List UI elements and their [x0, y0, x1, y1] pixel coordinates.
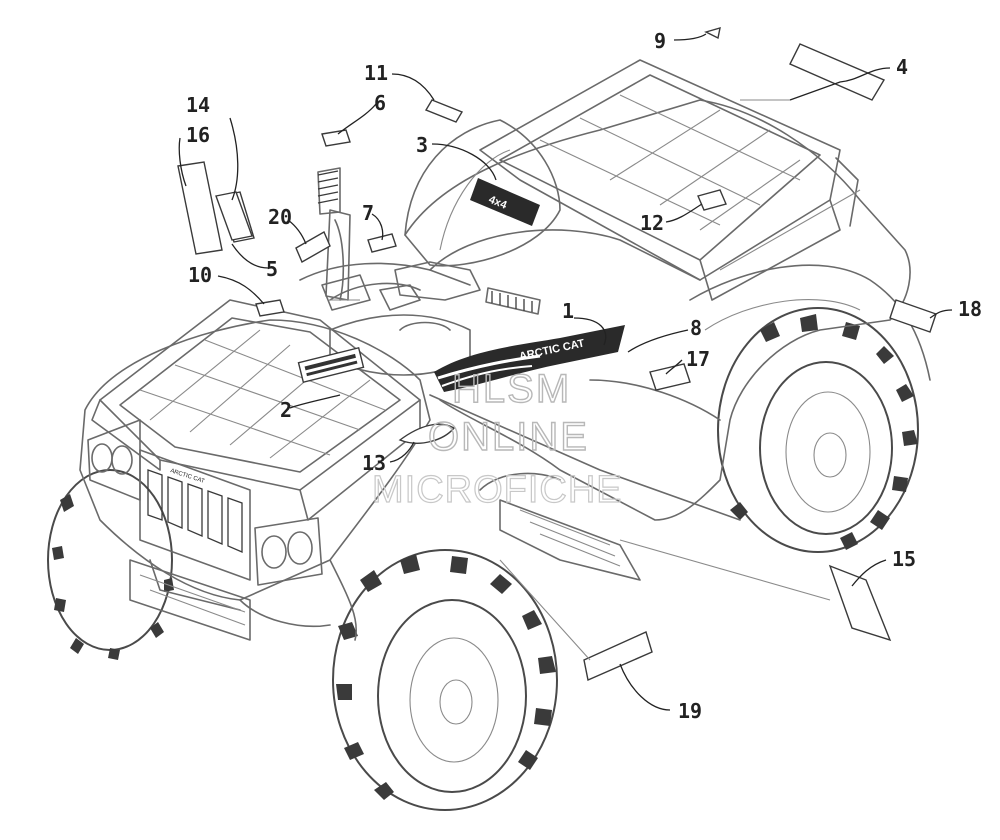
callout-10: 10	[188, 263, 212, 287]
callout-18: 18	[958, 297, 982, 321]
callout-8: 8	[690, 316, 702, 340]
decal-4x4	[470, 178, 540, 226]
callout-16: 16	[186, 123, 210, 147]
decal-15	[828, 564, 892, 642]
callout-13: 13	[362, 451, 386, 475]
decal-20	[295, 231, 331, 263]
decal-7	[367, 233, 397, 253]
watermark-line-2: ONLINE	[428, 415, 589, 459]
callout-11: 11	[364, 61, 388, 85]
decal-4	[789, 43, 886, 101]
callout-5: 5	[266, 257, 278, 281]
front-right-wheel	[332, 549, 558, 811]
callout-numbers: 1 2 3 4 5 6 7 8 9 10 11 12 13 14 15 16 1…	[186, 29, 982, 723]
decal-19	[583, 631, 653, 681]
callout-6: 6	[374, 91, 386, 115]
decal-14	[215, 191, 253, 241]
decals: ARCTIC CAT 4x4	[177, 27, 937, 681]
atv-body: ARCTIC CAT	[79, 59, 931, 641]
decal-13	[398, 423, 456, 444]
callout-2: 2	[280, 398, 292, 422]
callout-20: 20	[268, 205, 292, 229]
decal-11	[424, 99, 464, 123]
decal-12	[697, 189, 727, 211]
watermark-line-3: MICROFICHE	[372, 469, 623, 511]
leader-lines	[178, 33, 953, 711]
callout-17: 17	[686, 347, 710, 371]
front-left-wheel	[47, 469, 174, 660]
callout-12: 12	[640, 211, 664, 235]
callout-14: 14	[186, 93, 210, 117]
callout-3: 3	[416, 133, 428, 157]
callout-7: 7	[362, 201, 374, 225]
decal-warning-2	[297, 346, 365, 384]
decal-6	[321, 129, 351, 147]
decal-17	[649, 363, 691, 391]
rear-right-wheel	[717, 307, 919, 553]
grille-badge: ARCTIC CAT	[169, 468, 205, 485]
callout-9: 9	[654, 29, 666, 53]
decal-18	[889, 299, 937, 333]
callout-4: 4	[896, 55, 908, 79]
watermark: HLSM ONLINE MICROFICHE	[371, 366, 623, 511]
callout-15: 15	[892, 547, 916, 571]
watermark-line-1: HLSM	[452, 367, 571, 411]
decal-16	[177, 161, 223, 255]
callout-19: 19	[678, 699, 702, 723]
decal-9	[704, 27, 721, 40]
decal-10	[255, 299, 285, 317]
callout-1: 1	[562, 299, 574, 323]
